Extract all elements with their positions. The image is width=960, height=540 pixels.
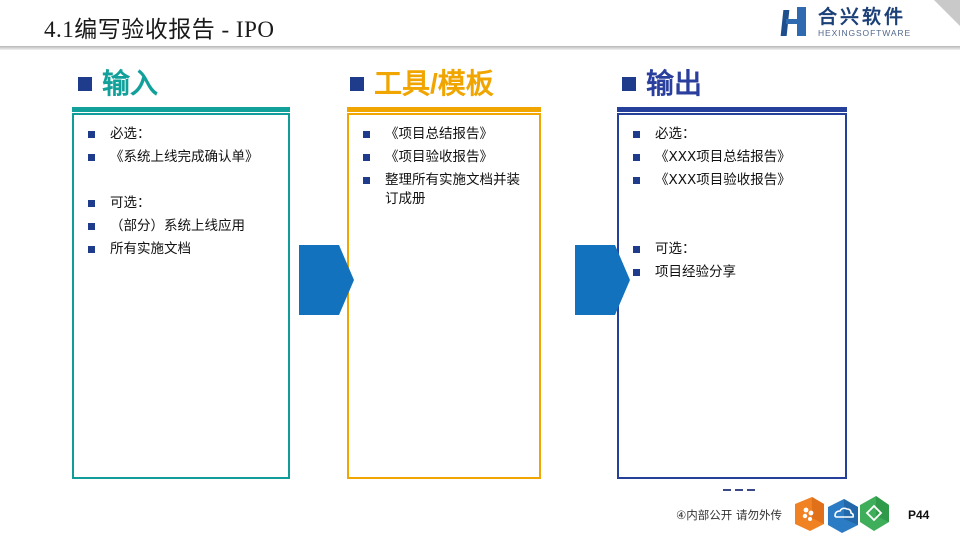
dashed-marker bbox=[723, 489, 755, 491]
output-bullet-list: 必选： 《XXX项目总结报告》 《XXX项目验收报告》 可选： 项目经验分享 bbox=[619, 115, 845, 282]
bottom-edge bbox=[0, 537, 960, 540]
column-underline-output bbox=[617, 107, 847, 112]
square-bullet-icon bbox=[78, 77, 92, 91]
green-diamond-cube-icon bbox=[860, 496, 889, 531]
column-heading-input: 输入 bbox=[78, 70, 158, 98]
list-item-label: 《项目验收报告》 bbox=[385, 149, 493, 165]
header-divider bbox=[0, 46, 960, 50]
list-item-spacer bbox=[84, 171, 280, 190]
column-heading-output: 输出 bbox=[622, 70, 702, 98]
page-corner-fold-icon bbox=[934, 0, 960, 40]
list-item-label: （部分）系统上线应用 bbox=[110, 218, 245, 234]
list-item: 《项目总结报告》 bbox=[359, 125, 531, 144]
list-item-label: 《XXX项目验收报告》 bbox=[655, 172, 791, 188]
list-item-label: 必选： bbox=[110, 126, 151, 142]
list-item-label: 项目经验分享 bbox=[655, 264, 736, 280]
arrow-input-to-tools bbox=[299, 240, 354, 320]
list-item-spacer bbox=[629, 194, 837, 213]
square-bullet-icon bbox=[633, 269, 640, 276]
square-bullet-icon bbox=[363, 177, 370, 184]
hexing-h-mark-icon bbox=[778, 6, 812, 40]
list-item: 《XXX项目验收报告》 bbox=[629, 171, 837, 190]
list-item: 《项目验收报告》 bbox=[359, 148, 531, 167]
page-title: 4.1编写验收报告 - IPO bbox=[44, 17, 275, 42]
list-item: 必选： bbox=[84, 125, 280, 144]
list-item-label: 《XXX项目总结报告》 bbox=[655, 149, 791, 165]
square-bullet-icon bbox=[88, 131, 95, 138]
output-box: 必选： 《XXX项目总结报告》 《XXX项目验收报告》 可选： 项目经验分享 bbox=[617, 113, 847, 479]
tools-bullet-list: 《项目总结报告》 《项目验收报告》 整理所有实施文档并装订成册 bbox=[349, 115, 539, 209]
orange-cube-icon bbox=[795, 497, 824, 531]
square-bullet-icon bbox=[633, 154, 640, 161]
square-bullet-icon bbox=[363, 131, 370, 138]
square-bullet-icon bbox=[88, 223, 95, 230]
list-item: 《系统上线完成确认单》 bbox=[84, 148, 280, 167]
column-underline-input bbox=[72, 107, 290, 112]
list-item-label: 《项目总结报告》 bbox=[385, 126, 493, 142]
input-box: 必选： 《系统上线完成确认单》 可选： （部分）系统上线应用 所有实施文档 bbox=[72, 113, 290, 479]
list-item-spacer bbox=[629, 217, 837, 236]
list-item: 可选： bbox=[84, 194, 280, 213]
column-heading-label: 输入 bbox=[102, 68, 159, 99]
square-bullet-icon bbox=[633, 131, 640, 138]
list-item: 《XXX项目总结报告》 bbox=[629, 148, 837, 167]
list-item-label: 可选： bbox=[655, 241, 696, 257]
list-item: （部分）系统上线应用 bbox=[84, 217, 280, 236]
list-item: 必选： bbox=[629, 125, 837, 144]
column-heading-label: 工具/模板 bbox=[374, 68, 494, 99]
blue-cloud-cube-icon bbox=[828, 499, 858, 533]
column-heading-label: 输出 bbox=[646, 68, 703, 99]
square-bullet-icon bbox=[633, 177, 640, 184]
brand-name-cn: 合兴软件 bbox=[818, 7, 907, 29]
square-bullet-icon bbox=[88, 200, 95, 207]
list-item: 项目经验分享 bbox=[629, 263, 837, 282]
square-bullet-icon bbox=[622, 77, 636, 91]
list-item: 可选： bbox=[629, 240, 837, 259]
column-heading-tools: 工具/模板 bbox=[350, 70, 494, 98]
input-bullet-list: 必选： 《系统上线完成确认单》 可选： （部分）系统上线应用 所有实施文档 bbox=[74, 115, 288, 259]
square-bullet-icon bbox=[88, 246, 95, 253]
footer-product-logos bbox=[790, 494, 890, 534]
square-bullet-icon bbox=[88, 154, 95, 161]
page-number: P44 bbox=[908, 508, 930, 522]
list-item-label: 《系统上线完成确认单》 bbox=[110, 149, 259, 165]
brand-logo: 合兴软件 HEXINGSOFTWARE bbox=[770, 2, 946, 44]
confidentiality-note: ④内部公开 请勿外传 bbox=[676, 508, 782, 522]
brand-name-en: HEXINGSOFTWARE bbox=[818, 28, 912, 39]
list-item-label: 整理所有实施文档并装订成册 bbox=[385, 172, 520, 207]
square-bullet-icon bbox=[350, 77, 364, 91]
list-item: 整理所有实施文档并装订成册 bbox=[359, 171, 531, 209]
list-item-label: 所有实施文档 bbox=[110, 241, 191, 257]
arrow-tools-to-output bbox=[575, 240, 630, 320]
tools-box: 《项目总结报告》 《项目验收报告》 整理所有实施文档并装订成册 bbox=[347, 113, 541, 479]
list-item: 所有实施文档 bbox=[84, 240, 280, 259]
list-item-label: 可选： bbox=[110, 195, 151, 211]
square-bullet-icon bbox=[633, 246, 640, 253]
square-bullet-icon bbox=[363, 154, 370, 161]
list-item-label: 必选： bbox=[655, 126, 696, 142]
column-underline-tools bbox=[347, 107, 541, 112]
